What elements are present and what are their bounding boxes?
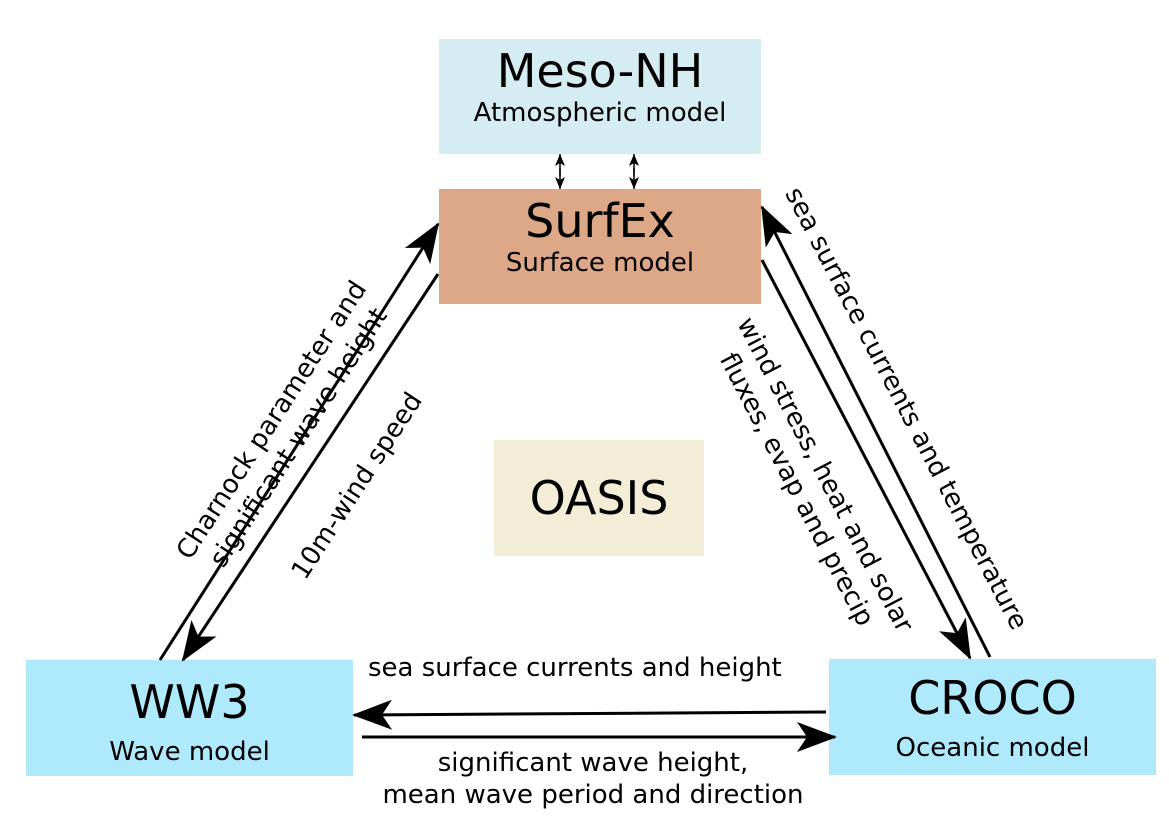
ww3-subtitle: Wave model [109,737,270,767]
arrow-ww3-to-surfex [158,222,440,661]
meso-nh-subtitle: Atmospheric model [473,98,727,128]
label-croco-to-ww3: sea surface currents and height [368,652,782,684]
croco-title: CROCO [908,671,1077,725]
meso-nh-box: Meso-NH Atmospheric model [439,39,761,154]
arrow-croco-to-ww3 [352,699,827,730]
label-ww3-to-croco-line-1: significant wave height, [437,748,749,778]
label-croco-to-ww3-line-1: sea surface currents and height [368,653,782,683]
oasis-title: OASIS [529,471,669,525]
arrow-surfex-to-croco [760,259,972,660]
surfex-title: SurfEx [525,194,675,248]
surfex-box: SurfEx Surface model [439,189,761,304]
ww3-box: WW3 Wave model [26,660,353,776]
arrow-surfex-to-ww3 [181,273,440,662]
surfex-subtitle: Surface model [505,248,695,278]
label-ww3-to-croco-line-2: mean wave period and direction [382,780,804,810]
oasis-box: OASIS [494,440,704,556]
arrow-croco-to-surfex [760,205,992,658]
croco-subtitle: Oceanic model [895,733,1090,763]
label-ww3-to-croco: significant wave height, mean wave perio… [368,747,818,811]
meso-nh-title: Meso-NH [496,44,704,98]
croco-box: CROCO Oceanic model [829,659,1156,775]
ww3-title: WW3 [129,675,250,729]
